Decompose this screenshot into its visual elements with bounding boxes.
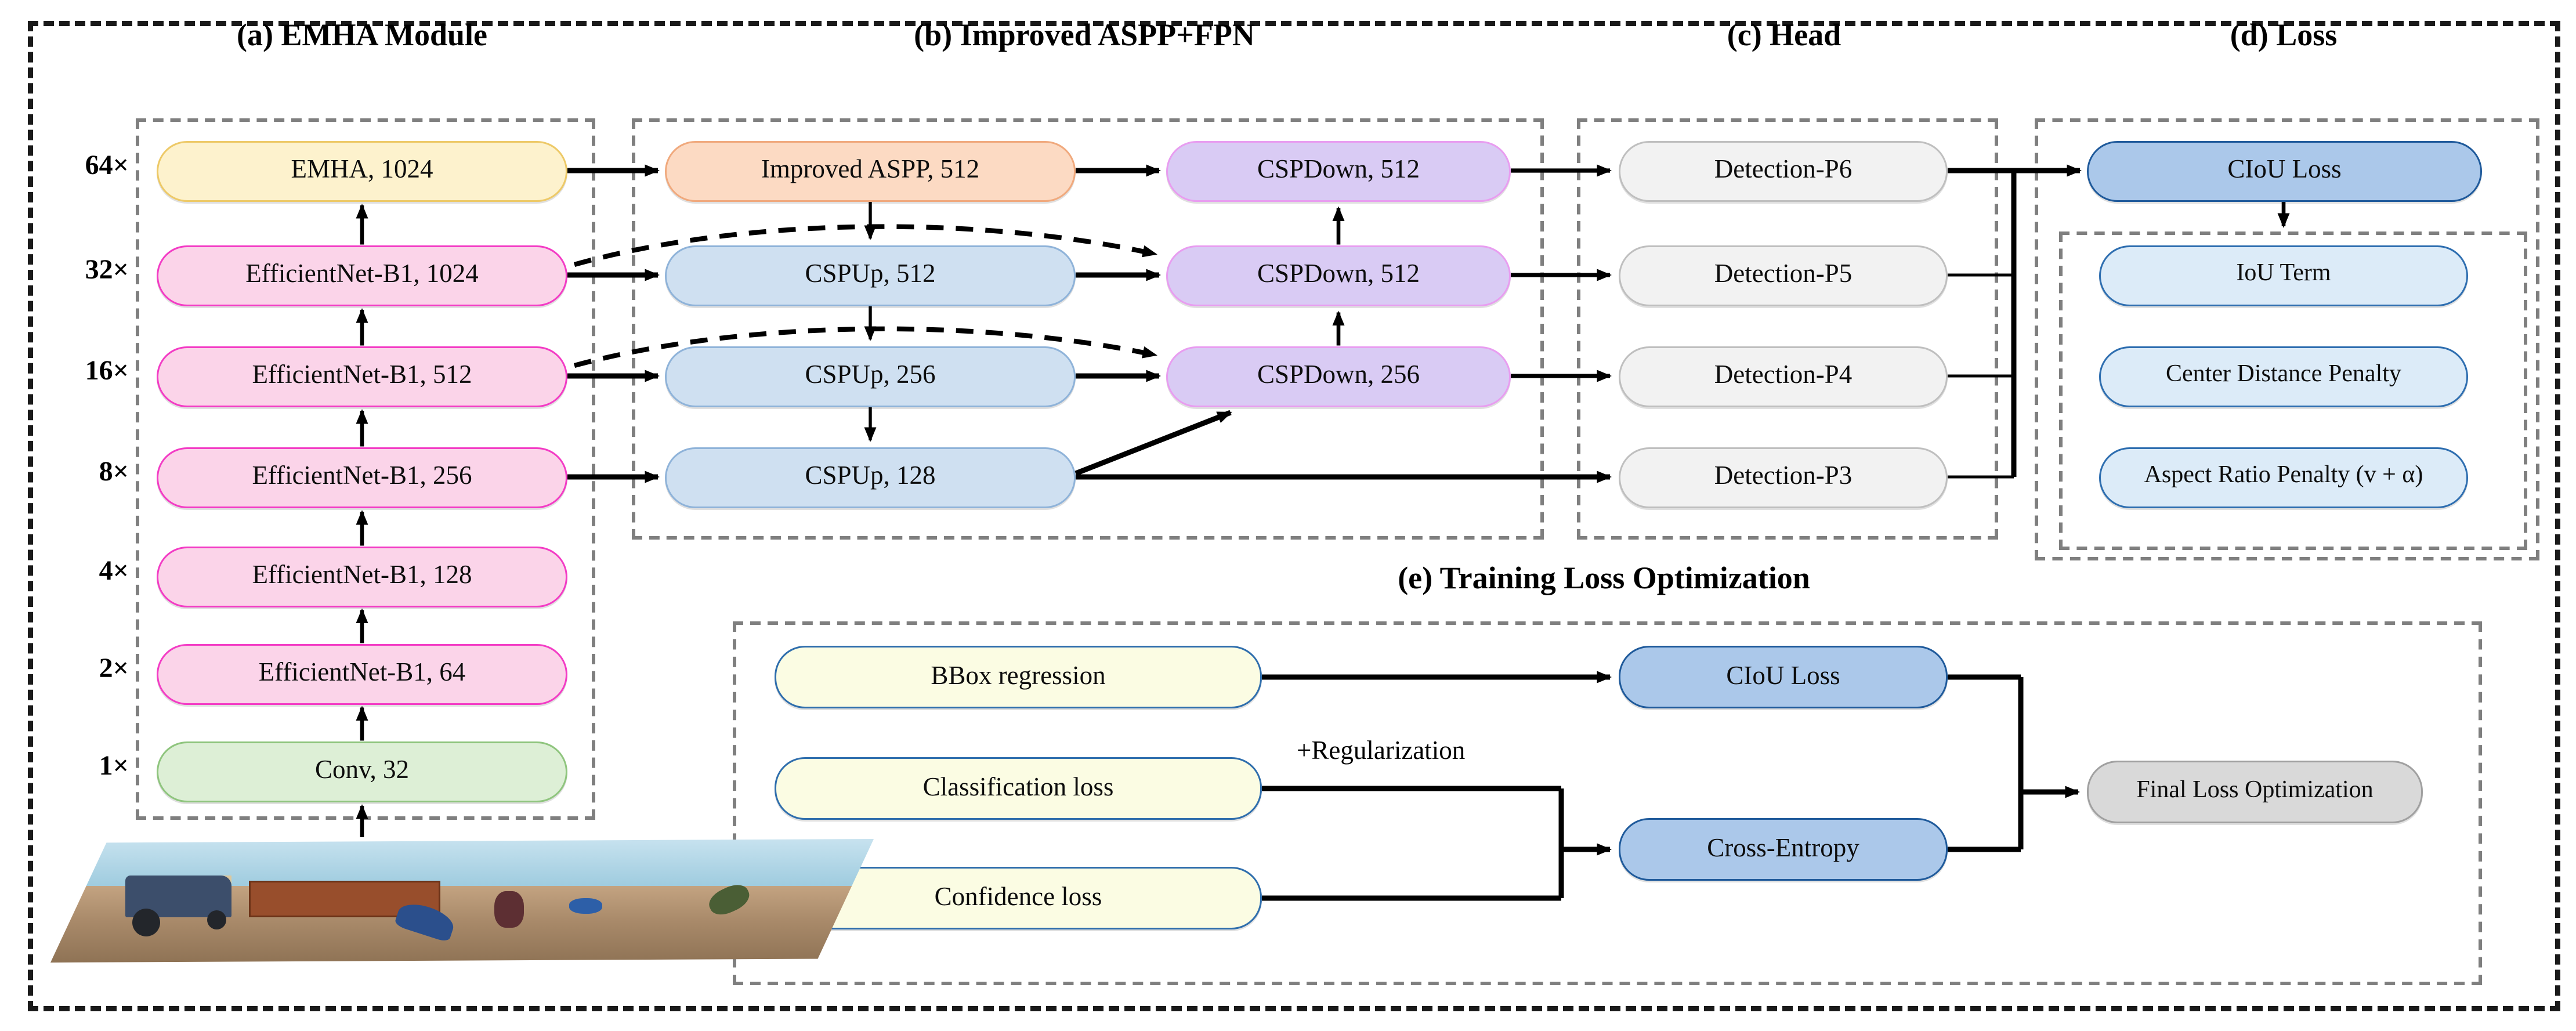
node-label: CIoU Loss — [2227, 155, 2342, 184]
section-b-title: (b) Improved ASPP+FPN — [914, 17, 1255, 52]
node-cspup-512: CSPUp, 512 — [665, 244, 1076, 306]
node-cspup-128: CSPUp, 128 — [665, 446, 1076, 508]
node-label: BBox regression — [931, 662, 1106, 690]
node-label: Conv, 32 — [314, 756, 410, 784]
node-label: Center Distance Penalty — [2166, 362, 2401, 388]
photo-person — [569, 898, 602, 913]
scale-label-32x: 32× — [85, 256, 129, 285]
section-d-inner-box — [2059, 231, 2527, 550]
node-label: EfficientNet-B1, 128 — [252, 561, 472, 589]
input-image — [50, 839, 874, 963]
scale-label-1x: 1× — [99, 752, 129, 782]
node-effnet-512: EfficientNet-B1, 512 — [157, 345, 567, 407]
node-label: Aspect Ratio Penalty (v + α) — [2144, 463, 2423, 489]
node-detection-p3: Detection-P3 — [1619, 446, 1948, 508]
node-effnet-256: EfficientNet-B1, 256 — [157, 446, 567, 508]
node-label: Detection-P3 — [1714, 462, 1853, 490]
node-center-distance-penalty: Center Distance Penalty — [2099, 345, 2468, 407]
node-label: Detection-P4 — [1714, 361, 1853, 389]
node-detection-p5: Detection-P5 — [1619, 244, 1948, 306]
node-label: Final Loss Optimization — [2136, 778, 2374, 804]
node-label: CSPUp, 128 — [805, 462, 936, 490]
node-effnet-128: EfficientNet-B1, 128 — [157, 545, 567, 607]
node-improved-aspp: Improved ASPP, 512 — [665, 140, 1076, 201]
node-label: EfficientNet-B1, 1024 — [245, 260, 479, 288]
section-a-title: (a) EMHA Module — [237, 17, 487, 52]
node-label: EMHA, 1024 — [291, 155, 433, 184]
node-conv-32: Conv, 32 — [157, 740, 567, 802]
photo-tractor-wheel — [132, 908, 161, 936]
node-label: EfficientNet-B1, 512 — [252, 361, 472, 389]
node-label: Detection-P5 — [1714, 260, 1853, 288]
node-label: CIoU Loss — [1726, 662, 1840, 690]
node-iou-term: IoU Term — [2099, 244, 2468, 306]
figure-outer-border — [28, 21, 2560, 1011]
section-e-box — [733, 621, 2482, 985]
node-cspdown-512-mid: CSPDown, 512 — [1166, 244, 1511, 306]
section-d-title: (d) Loss — [2230, 17, 2338, 52]
node-label: Classification loss — [922, 773, 1114, 802]
node-label: CSPDown, 512 — [1257, 260, 1420, 288]
node-cspdown-256: CSPDown, 256 — [1166, 345, 1511, 407]
node-classification-loss: Classification loss — [775, 757, 1262, 820]
section-c-title: (c) Head — [1727, 17, 1841, 52]
scale-label-2x: 2× — [99, 654, 129, 684]
node-label: IoU Term — [2236, 261, 2331, 287]
section-c-box — [1577, 118, 1998, 540]
node-label: CSPUp, 256 — [805, 361, 936, 389]
node-label: Confidence loss — [934, 883, 1102, 911]
node-effnet-64: EfficientNet-B1, 64 — [157, 643, 567, 704]
photo-person — [495, 891, 524, 928]
node-emha-1024: EMHA, 1024 — [157, 140, 567, 201]
node-bbox-regression: BBox regression — [775, 646, 1262, 708]
section-b-box — [632, 118, 1544, 540]
node-label: CSPDown, 512 — [1257, 155, 1420, 184]
node-label: CSPUp, 512 — [805, 260, 936, 288]
node-cspdown-512-top: CSPDown, 512 — [1166, 140, 1511, 201]
node-effnet-1024: EfficientNet-B1, 1024 — [157, 244, 567, 306]
node-ciou-loss-e: CIoU Loss — [1619, 646, 1948, 708]
node-cspup-256: CSPUp, 256 — [665, 345, 1076, 407]
scale-label-16x: 16× — [85, 357, 129, 386]
node-label: Cross-Entropy — [1707, 834, 1859, 863]
node-detection-p6: Detection-P6 — [1619, 140, 1948, 201]
node-label: CSPDown, 256 — [1257, 361, 1420, 389]
node-ciou-loss: CIoU Loss — [2087, 140, 2482, 201]
node-detection-p4: Detection-P4 — [1619, 345, 1948, 407]
node-label: Improved ASPP, 512 — [761, 155, 980, 184]
scale-label-4x: 4× — [99, 557, 129, 587]
node-label: EfficientNet-B1, 64 — [258, 659, 466, 687]
node-aspect-ratio-penalty: Aspect Ratio Penalty (v + α) — [2099, 446, 2468, 508]
node-cross-entropy: Cross-Entropy — [1619, 818, 1948, 881]
node-label: EfficientNet-B1, 256 — [252, 462, 472, 490]
regularization-label: +Regularization — [1297, 738, 1466, 766]
node-final-loss-optimization: Final Loss Optimization — [2087, 761, 2423, 823]
scale-label-8x: 8× — [99, 458, 129, 487]
photo-tractor-wheel — [207, 910, 226, 930]
section-d-box — [2035, 118, 2539, 560]
scale-label-64x: 64× — [85, 151, 129, 181]
section-e-title: (e) Training Loss Optimization — [1398, 560, 1810, 595]
node-label: Detection-P6 — [1714, 155, 1853, 184]
